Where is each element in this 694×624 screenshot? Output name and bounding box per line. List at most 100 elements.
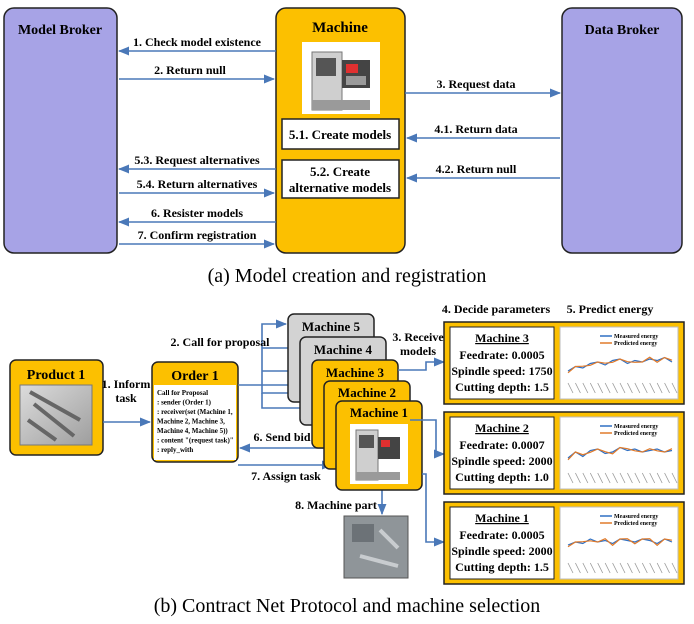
label-check-model: 1. Check model existence (133, 35, 262, 49)
create-alt-line1: 5.2. Create (310, 164, 370, 179)
machined-part-image (343, 515, 409, 579)
label-return-data: 4.1. Return data (434, 122, 517, 136)
proposal-line: Call for Proposal (157, 389, 208, 397)
predicted-energy-line (567, 446, 673, 461)
x-tick-label-mark (612, 382, 618, 394)
proposal-line: : sender (Order 1) (157, 399, 212, 407)
x-tick-label-mark (582, 382, 589, 394)
x-tick-label-mark (649, 562, 656, 574)
caption-b: (b) Contract Net Protocol and machine se… (154, 595, 541, 617)
proposal-line: : receiver(set (Machine 1, (157, 408, 233, 416)
receive-models-line1: 3. Receive (392, 330, 444, 344)
x-tick-label-mark (627, 562, 633, 574)
x-tick-label-mark (627, 472, 633, 484)
x-tick-label-mark (567, 562, 574, 574)
call-for-proposal-label: 2. Call for proposal (171, 335, 271, 349)
param-card-value: Spindle speed: 2000 (451, 454, 552, 468)
receive-models-line2: models (400, 344, 436, 358)
param-card-value: Spindle speed: 2000 (451, 544, 552, 558)
data-broker-box (561, 7, 683, 254)
proposal-message-box (154, 385, 236, 460)
x-tick-label-mark (634, 472, 641, 484)
x-tick-label-mark (649, 382, 656, 394)
arrow-machine2-params (410, 419, 446, 459)
x-tick-label-mark (664, 562, 670, 574)
x-tick-label-mark (604, 472, 611, 484)
machine3-label: Machine 3 (326, 365, 385, 380)
param-card-value: Feedrate: 0.0005 (459, 348, 544, 362)
x-tick-label-mark (589, 472, 596, 484)
x-tick-label-mark (612, 562, 618, 574)
param-card-value: Cutting depth: 1.5 (455, 560, 549, 574)
create-alt-models-box (281, 159, 400, 199)
product-part-image (19, 384, 93, 446)
x-tick-label-mark (612, 472, 618, 484)
x-tick-label-mark (619, 382, 626, 394)
product-label: Product 1 (27, 368, 85, 383)
legend-measured: Measured energy (614, 424, 658, 430)
x-tick-label-mark (597, 382, 604, 394)
create-models-box (281, 118, 400, 150)
cnc-machine-icon (302, 42, 380, 114)
model-broker-box (3, 7, 118, 254)
proposal-line: Machine 2, Machine 3, (157, 418, 225, 426)
machine-part-label: 8. Machine part (295, 498, 377, 512)
x-tick-label-mark (582, 562, 589, 574)
x-tick-label-mark (589, 382, 596, 394)
label-return-null-1: 2. Return null (154, 63, 226, 77)
inform-task-line1: 1. Inform (102, 377, 151, 391)
assign-task-label: 7. Assign task (251, 469, 321, 483)
x-tick-label-mark (634, 382, 641, 394)
x-tick-label-mark (597, 472, 604, 484)
x-tick-label-mark (589, 562, 596, 574)
x-tick-label-mark (671, 382, 678, 394)
param-card-value: Cutting depth: 1.5 (455, 380, 549, 394)
param-card-inner (449, 326, 555, 400)
param-card-value: Feedrate: 0.0005 (459, 528, 544, 542)
param-card-title: Machine 3 (475, 331, 529, 345)
x-tick-label-mark (664, 382, 670, 394)
param-card-value: Spindle speed: 1750 (451, 364, 552, 378)
x-tick-label-mark (627, 382, 633, 394)
param-card-title: Machine 1 (475, 511, 529, 525)
energy-chart (559, 326, 679, 400)
label-confirm-registration: 7. Confirm registration (138, 228, 257, 242)
x-tick-label-mark (634, 562, 641, 574)
param-card-inner (449, 506, 555, 580)
x-tick-label-mark (641, 562, 648, 574)
x-tick-label-mark (671, 562, 678, 574)
param-card-inner (449, 416, 555, 490)
cnc-machine-icon-small (350, 424, 408, 484)
legend-measured: Measured energy (614, 334, 658, 340)
x-tick-label-mark (575, 382, 581, 394)
order-label: Order 1 (171, 369, 219, 384)
label-resister-models: 6. Resister models (151, 206, 243, 220)
x-tick-label-mark (656, 472, 663, 484)
x-tick-label-mark (656, 562, 663, 574)
model-broker-label: Model Broker (18, 23, 102, 38)
x-tick-label-mark (597, 562, 604, 574)
machine5-label: Machine 5 (302, 319, 361, 334)
arrow-machine1-params (422, 473, 446, 547)
label-request-data: 3. Request data (436, 77, 515, 91)
machine-label: Machine (312, 20, 368, 36)
caption-a: (a) Model creation and registration (208, 265, 487, 287)
label-return-alternatives: 5.4. Return alternatives (137, 177, 258, 191)
proposal-line: : reply_with (157, 446, 193, 454)
x-tick-label-mark (582, 472, 589, 484)
x-tick-label-mark (604, 562, 611, 574)
proposal-message: Call for Proposal : sender (Order 1): rec… (157, 389, 234, 454)
x-tick-label-mark (567, 382, 574, 394)
param-card-value: Feedrate: 0.0007 (459, 438, 544, 452)
x-tick-label-mark (604, 382, 611, 394)
param-card-value: Cutting depth: 1.0 (455, 470, 549, 484)
send-bid-label: 6. Send bid (253, 430, 310, 444)
machine4-label: Machine 4 (314, 342, 373, 357)
decide-parameters-label: 4. Decide parameters (442, 302, 551, 316)
